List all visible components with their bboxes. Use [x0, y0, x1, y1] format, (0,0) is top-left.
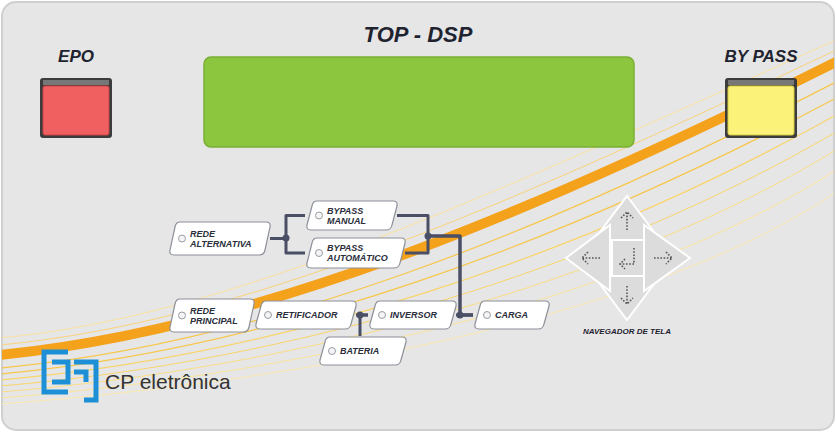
panel-title: TOP - DSP	[364, 22, 473, 48]
box-shape	[307, 238, 405, 268]
box-shape	[370, 301, 456, 329]
box-label: BYPASS AUTOMÁTICO	[327, 243, 397, 263]
status-box: BATERIA	[318, 336, 408, 366]
epo-button	[40, 78, 112, 138]
status-led	[379, 312, 386, 319]
box-label: INVERSOR	[390, 310, 448, 320]
status-box: REDE ALTERNATIVA	[168, 221, 272, 256]
box-label: REDE PRINCIPAL	[190, 306, 246, 326]
box-label: RETIFICADOR	[276, 310, 348, 320]
box-shape	[320, 337, 406, 365]
status-led	[329, 348, 336, 355]
status-led	[179, 312, 186, 319]
box-label: BYPASS MANUAL	[327, 206, 385, 226]
box-shape	[256, 301, 356, 329]
status-box: BYPASS MANUAL	[305, 200, 399, 231]
power-connector	[270, 239, 305, 254]
swoosh	[2, 40, 834, 404]
brand-name: CP eletrônica	[105, 370, 231, 394]
power-connector	[397, 216, 473, 316]
status-box: RETIFICADOR	[254, 300, 358, 330]
button-label: BY PASS	[724, 47, 797, 67]
status-box: BYPASS AUTOMÁTICO	[305, 237, 407, 269]
status-led	[179, 235, 186, 242]
power-connector	[270, 216, 305, 239]
bypass-button	[725, 78, 797, 138]
status-led	[316, 212, 323, 219]
status-box: REDE PRINCIPAL	[168, 298, 256, 333]
navigator-label: NAVEGADOR DE TELA	[583, 327, 671, 336]
status-led	[265, 312, 272, 319]
box-label: REDE ALTERNATIVA	[190, 229, 256, 249]
navigator-arrows	[582, 212, 672, 304]
logo-icon	[44, 352, 96, 400]
box-label: CARGA	[495, 310, 541, 320]
status-box: CARGA	[473, 300, 551, 330]
status-led	[484, 312, 491, 319]
screen-navigator	[566, 196, 690, 320]
box-shape	[170, 299, 254, 332]
box-shape	[170, 222, 270, 255]
box-label: BATERIA	[340, 346, 398, 356]
box-shape	[307, 201, 397, 230]
status-box: INVERSOR	[368, 300, 458, 330]
lcd-screen	[204, 57, 634, 147]
box-shape	[475, 301, 549, 329]
power-connector	[456, 314, 473, 317]
power-connector	[360, 315, 368, 336]
status-led	[316, 250, 323, 257]
button-label: EPO	[58, 47, 94, 67]
